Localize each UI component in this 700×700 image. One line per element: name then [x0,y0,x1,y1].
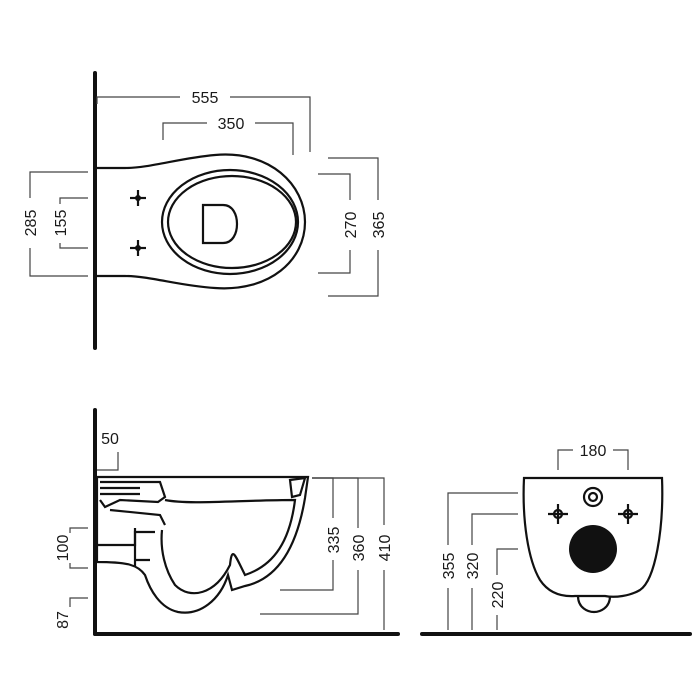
rear-view-inlet-outer [582,486,604,508]
dim-100: 100 [55,527,88,569]
dim-87: 87 [55,597,88,629]
dim-555: 555 [96,90,311,152]
side-view-bowl-body [95,475,310,614]
dim-335-label: 335 [326,527,343,554]
dim-270-label: 270 [343,212,360,239]
dim-360-label: 360 [351,535,368,562]
rear-view-outlet-hole [569,525,617,573]
side-view-bowl-inner [160,498,297,595]
top-view-fixing-top [130,190,146,206]
dim-270: 270 [318,173,360,274]
dim-555-label: 555 [192,90,219,107]
rear-view-foot [576,595,612,614]
top-view-bowl-outline [97,153,307,290]
dim-365-label: 365 [371,212,388,239]
dim-87-label: 87 [55,611,72,629]
dim-285-label: 285 [23,210,40,237]
top-view: 555 350 285 155 270 365 [23,71,388,350]
dim-410-label: 410 [377,535,394,562]
dim-100-label: 100 [55,535,72,562]
dim-320: 320 [465,513,518,630]
dim-155-label: 155 [53,210,70,237]
dim-350-label: 350 [218,116,245,133]
dim-155: 155 [53,197,88,249]
rear-view-fixing-left [548,504,568,524]
dim-355-label: 355 [441,553,458,580]
dim-180: 180 [557,443,629,470]
dim-365: 365 [328,157,388,297]
dim-50: 50 [97,431,119,471]
side-view: 50 100 87 335 360 410 [55,408,400,636]
top-view-fixing-bottom [130,240,146,256]
dim-220-label: 220 [490,582,507,609]
side-view-flush-inlet [100,486,166,526]
dim-355: 355 [441,492,518,630]
dim-410: 410 [312,477,394,630]
top-view-outlet [201,203,239,245]
dim-180-label: 180 [580,443,607,460]
dim-350: 350 [162,116,294,155]
rear-view-fixing-right [618,504,638,524]
dim-285: 285 [23,171,88,277]
rear-view: 180 355 320 220 [420,443,692,636]
top-view-seat-inner [166,174,298,270]
dim-50-label: 50 [101,431,119,448]
dim-220: 220 [490,548,518,630]
dim-320-label: 320 [465,553,482,580]
side-view-front-rim [288,476,307,499]
rear-view-inlet-inner [587,491,599,503]
side-view-rim [99,480,167,509]
top-view-seat-outer [160,168,300,276]
